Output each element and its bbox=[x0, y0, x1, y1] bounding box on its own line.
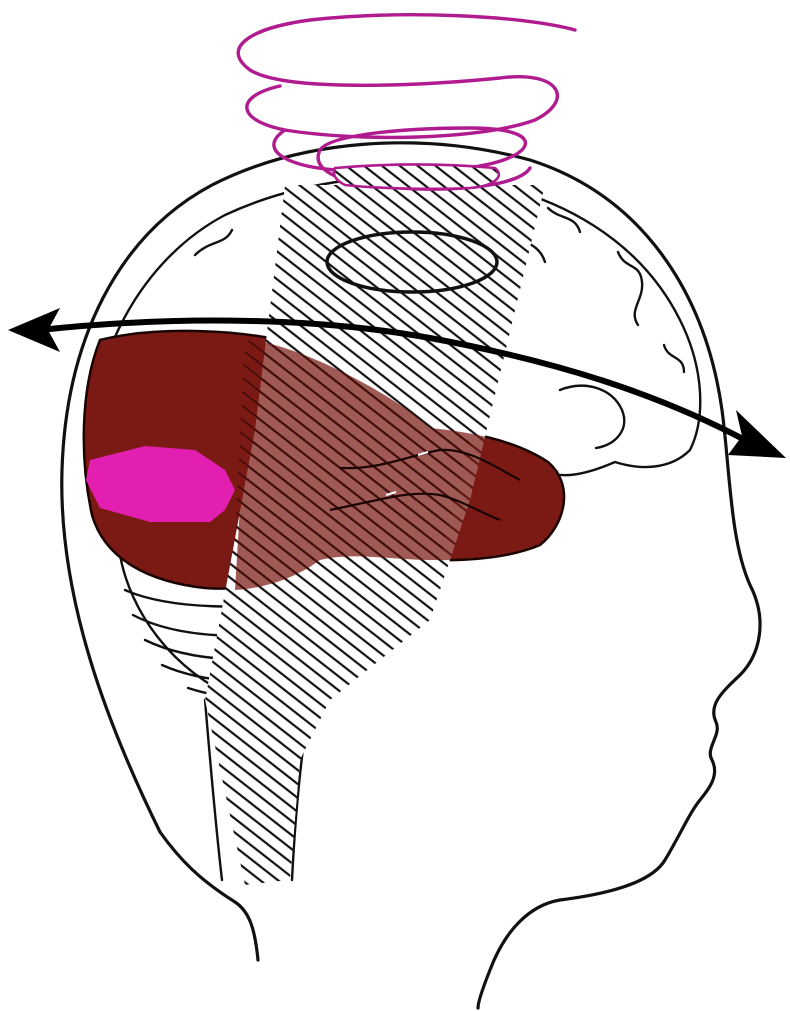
brain-gyrus bbox=[548, 208, 580, 232]
brain-gyrus bbox=[664, 345, 684, 372]
brain-gyrus bbox=[560, 386, 624, 448]
spiral-hatched-base bbox=[334, 165, 499, 189]
brain-gyrus bbox=[195, 230, 232, 255]
head-spiral bbox=[238, 15, 575, 189]
